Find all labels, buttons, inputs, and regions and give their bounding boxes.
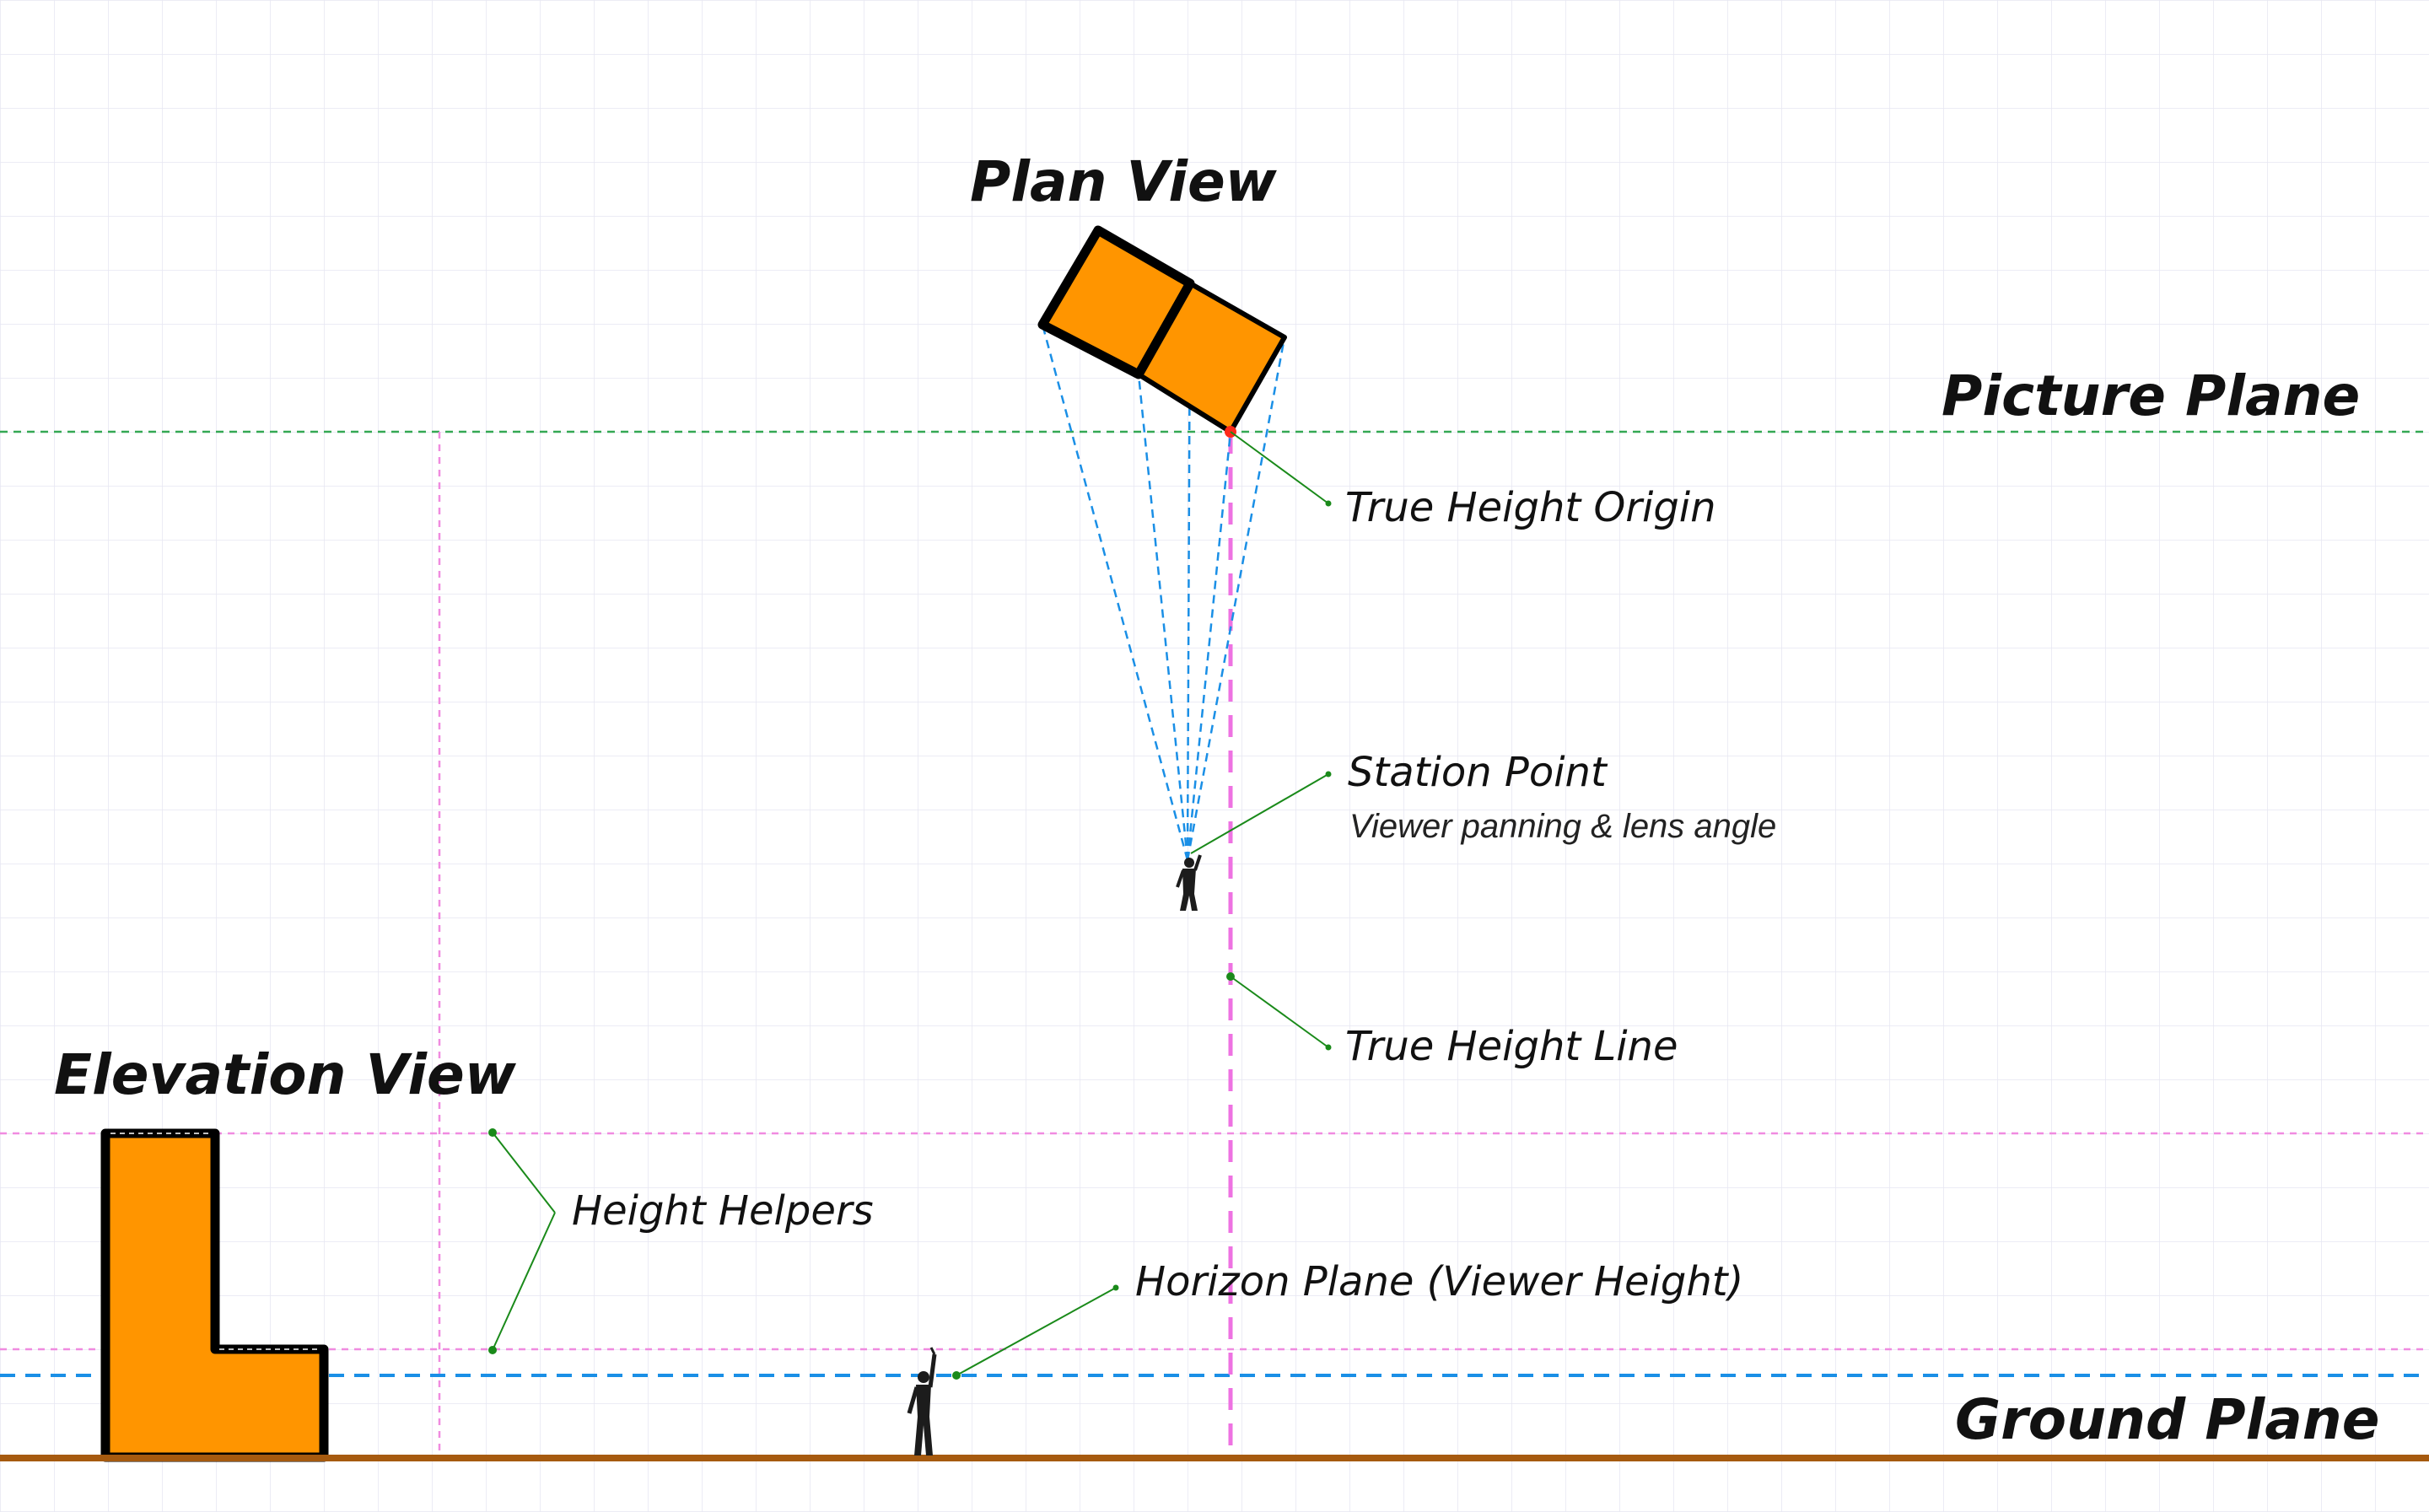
station-point-note: Viewer panning & lens angle: [1349, 808, 1776, 845]
plan-view-title: Plan View: [970, 149, 1278, 214]
viewer-elevation-icon: [907, 1347, 937, 1456]
annotation-leaders: [492, 431, 1329, 1376]
elevation-view-title: Elevation View: [54, 1042, 517, 1107]
viewer-plan-icon: [1176, 854, 1202, 911]
plan-view-object: [1037, 225, 1287, 434]
annotation-anchor-dots: [488, 500, 1332, 1380]
ground-plane-title: Ground Plane: [1955, 1387, 2380, 1452]
true-height-origin-label: True Height Origin: [1345, 484, 1716, 531]
height-helpers-label: Height Helpers: [572, 1187, 874, 1235]
true-height-line-label: True Height Line: [1345, 1023, 1678, 1070]
horizon-plane-label: Horizon Plane (Viewer Height): [1135, 1258, 1743, 1305]
station-point-label: Station Point: [1348, 749, 1608, 796]
picture-plane-title: Picture Plane: [1942, 363, 2360, 428]
sight-lines: [1041, 282, 1286, 861]
